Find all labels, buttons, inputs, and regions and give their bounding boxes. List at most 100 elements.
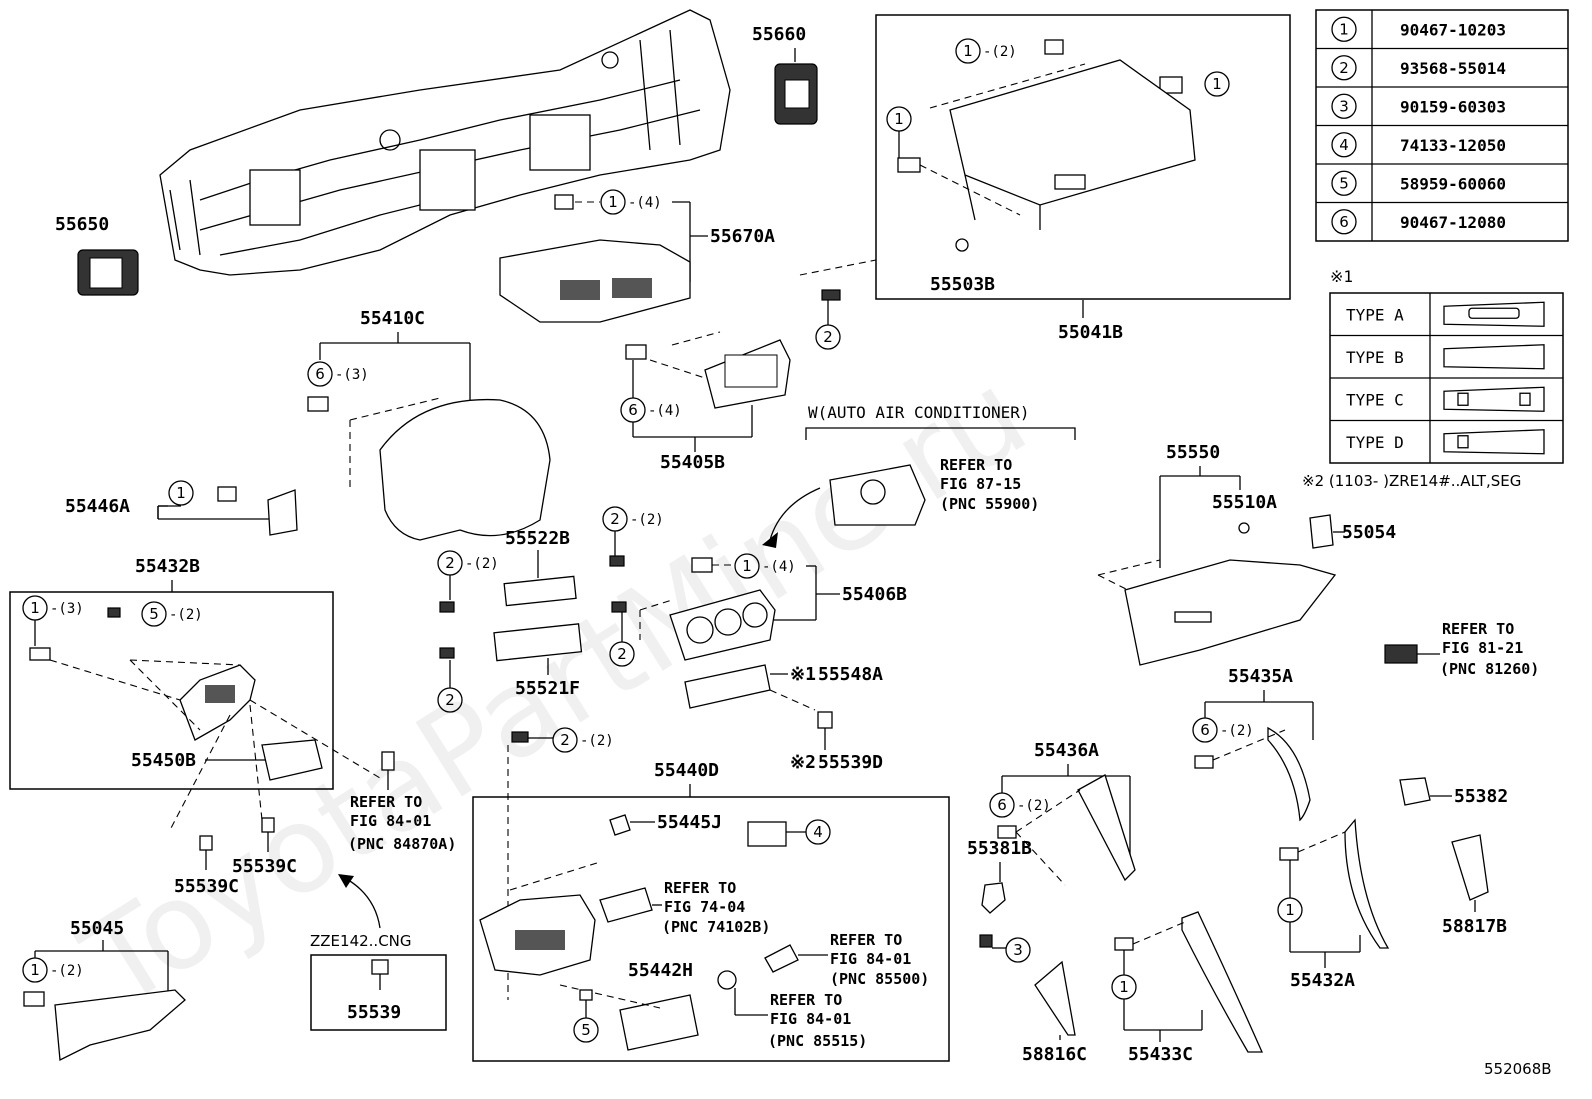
part-number-label: 55446A bbox=[65, 496, 130, 517]
type-panel-shape bbox=[1443, 344, 1545, 370]
part-number-label: 55539C bbox=[174, 876, 239, 897]
svg-text:FIG 87-15: FIG 87-15 bbox=[940, 475, 1021, 493]
svg-text:3: 3 bbox=[1013, 941, 1023, 959]
svg-text:(PNC 85500): (PNC 85500) bbox=[830, 970, 929, 988]
auto-ac-label: W(AUTO AIR CONDITIONER) bbox=[808, 403, 1030, 422]
part-55660[interactable]: 55660 bbox=[752, 24, 818, 125]
part-number-label: 55054 bbox=[1342, 522, 1396, 543]
type-label: TYPE B bbox=[1346, 348, 1404, 367]
part-number-label: 55445J bbox=[657, 812, 722, 833]
svg-text:-(4): -(4) bbox=[762, 559, 796, 575]
part-number-label: 55670A bbox=[710, 226, 775, 247]
svg-text:-(3): -(3) bbox=[335, 367, 369, 383]
note-star2: ※2 (1103- )ZRE14#..ALT,SEG bbox=[1302, 472, 1521, 490]
fastener-number: 3 bbox=[1339, 97, 1349, 115]
part-number-label: 55432B bbox=[135, 556, 200, 577]
svg-text:1: 1 bbox=[176, 484, 186, 502]
fastener-number: 2 bbox=[1339, 59, 1349, 77]
svg-text:6: 6 bbox=[628, 401, 638, 419]
part-number-label: 55650 bbox=[55, 214, 109, 235]
type-row: TYPE D bbox=[1346, 429, 1545, 455]
part-55382[interactable]: 55382 bbox=[1399, 777, 1508, 807]
zze-label: ZZE142..CNG bbox=[310, 932, 412, 950]
svg-text:REFER TO: REFER TO bbox=[1442, 620, 1514, 638]
part-number-label: 55436A bbox=[1034, 740, 1099, 761]
fastener-number-circle bbox=[1331, 209, 1357, 235]
star1-mark: ※1 bbox=[790, 664, 816, 685]
svg-text:2: 2 bbox=[445, 691, 455, 709]
part-55539D[interactable]: ※2 55539D bbox=[790, 711, 883, 773]
svg-text:FIG 74-04: FIG 74-04 bbox=[664, 898, 745, 916]
svg-text:REFER TO: REFER TO bbox=[830, 931, 902, 949]
part-55539C-left[interactable]: 55539C bbox=[174, 835, 239, 897]
svg-text:1: 1 bbox=[1119, 978, 1129, 996]
svg-text:(PNC 81260): (PNC 81260) bbox=[1440, 660, 1539, 678]
part-number-label: 55410C bbox=[360, 308, 425, 329]
svg-text:1: 1 bbox=[894, 110, 904, 128]
part-55446A[interactable]: 55446A 1 bbox=[65, 480, 298, 536]
svg-text:-(2): -(2) bbox=[50, 963, 84, 979]
part-55522B[interactable]: 55522B 2 -(2) 2 -(2) bbox=[437, 506, 664, 613]
part-number-label: 55442H bbox=[628, 960, 693, 981]
type-row: TYPE B bbox=[1346, 344, 1545, 370]
part-55521F[interactable]: 2 2 55521F bbox=[437, 601, 635, 713]
part-55045[interactable]: 55045 1 -(2) bbox=[22, 918, 186, 1062]
svg-text:1: 1 bbox=[30, 961, 40, 979]
part-number-label: 55405B bbox=[660, 452, 725, 473]
part-number-label: 55433C bbox=[1128, 1044, 1193, 1065]
part-55432A[interactable]: 1 55432A bbox=[1277, 818, 1390, 991]
fastener-part-number: 90467-10203 bbox=[1400, 20, 1506, 39]
svg-text:REFER TO: REFER TO bbox=[770, 991, 842, 1009]
part-55650[interactable]: 55650 bbox=[55, 214, 139, 296]
fastener-number-circle bbox=[1331, 55, 1357, 81]
part-number-label: 55435A bbox=[1228, 666, 1293, 687]
svg-text:2: 2 bbox=[560, 731, 570, 749]
part-55381B[interactable]: 55381B 3 bbox=[967, 838, 1032, 963]
part-number-label: 55550 bbox=[1166, 442, 1220, 463]
part-number-label: 55539 bbox=[347, 1002, 401, 1023]
part-number-label: 55045 bbox=[70, 918, 124, 939]
svg-text:FIG 81-21: FIG 81-21 bbox=[1442, 639, 1523, 657]
fastener-number: 6 bbox=[1339, 213, 1349, 231]
part-55054[interactable]: 55054 bbox=[1309, 514, 1396, 549]
part-55435A[interactable]: 55435A 6 -(2) bbox=[1192, 666, 1314, 822]
part-55440D[interactable]: 55440D 2 -(2) 55445J 4 REFER TO FIG 74-0… bbox=[472, 727, 950, 1062]
part-55432B[interactable]: 55432B 1 -(3) 5 -(2) 55450B bbox=[9, 556, 381, 831]
part-number-label: 55522B bbox=[505, 528, 570, 549]
part-55548A[interactable]: ※1 55548A bbox=[684, 664, 883, 711]
svg-text:-(3): -(3) bbox=[50, 601, 84, 617]
part-55433C[interactable]: 1 55433C bbox=[1111, 911, 1264, 1065]
part-number-label: 58817B bbox=[1442, 916, 1507, 937]
part-58817B[interactable]: 58817B bbox=[1442, 834, 1507, 937]
type-label: TYPE D bbox=[1346, 433, 1404, 452]
svg-text:REFER TO: REFER TO bbox=[940, 456, 1012, 474]
type-panel-shape bbox=[1443, 429, 1545, 455]
svg-text:-(4): -(4) bbox=[628, 195, 662, 211]
part-55406B[interactable]: 1 -(4) 55406B bbox=[639, 553, 907, 661]
part-number-label: 55548A bbox=[818, 664, 883, 685]
svg-text:(PNC 55900): (PNC 55900) bbox=[940, 495, 1039, 513]
type-panel-shape bbox=[1443, 301, 1545, 327]
part-number-label: 55041B bbox=[1058, 322, 1123, 343]
svg-text:1: 1 bbox=[30, 599, 40, 617]
part-55405B[interactable]: 6 -(4) 55405B bbox=[620, 331, 791, 473]
svg-text:-(2): -(2) bbox=[630, 512, 664, 528]
svg-text:4: 4 bbox=[813, 823, 823, 841]
star2-mark: ※2 bbox=[790, 752, 816, 773]
fastener-number-circle bbox=[1331, 93, 1357, 119]
svg-text:6: 6 bbox=[997, 796, 1007, 814]
part-55670A[interactable]: 1 -(4) 55670A bbox=[499, 189, 775, 323]
svg-text:2: 2 bbox=[445, 554, 455, 572]
auto-ac-reference: W(AUTO AIR CONDITIONER) REFER TO FIG 87-… bbox=[762, 403, 1076, 548]
part-55436A[interactable]: 55436A 6 -(2) bbox=[989, 740, 1136, 886]
part-55550[interactable]: 55550 55510A bbox=[1097, 442, 1337, 666]
part-55410C[interactable]: 55410C 6 -(3) bbox=[307, 308, 551, 541]
part-58816C[interactable]: 58816C bbox=[1022, 960, 1087, 1065]
part-55041B[interactable]: 1 -(2) 1 1 55503B 55041B bbox=[875, 14, 1291, 343]
part-55539C-right[interactable]: 55539C bbox=[232, 817, 297, 877]
